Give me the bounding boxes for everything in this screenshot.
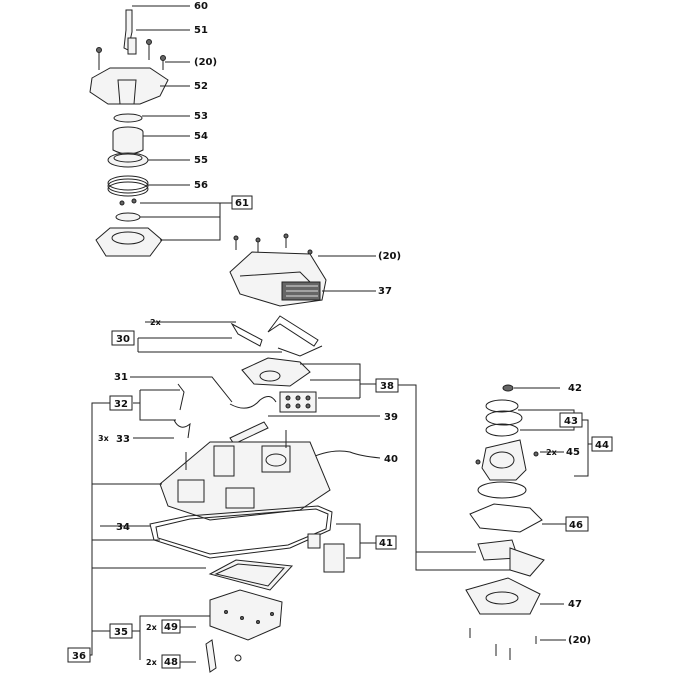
label-30: 30 bbox=[116, 334, 130, 345]
label-2x-45: 2x bbox=[546, 448, 558, 457]
part-30-brackets bbox=[230, 315, 323, 357]
part-61-plate bbox=[115, 212, 141, 222]
label-box-41 bbox=[375, 535, 397, 550]
label-38: 38 bbox=[380, 381, 394, 392]
label-52: 52 bbox=[194, 81, 208, 92]
label-43: 43 bbox=[564, 416, 578, 427]
main-base-housing bbox=[159, 430, 331, 521]
parts-31-33 bbox=[173, 383, 277, 439]
part-41 bbox=[307, 523, 346, 573]
label-44: 44 bbox=[595, 440, 609, 451]
label-55: 55 bbox=[194, 155, 208, 166]
label-box-44 bbox=[591, 436, 613, 452]
label-box-32 bbox=[109, 395, 133, 411]
part-39-rod bbox=[229, 421, 269, 445]
label-40: 40 bbox=[384, 454, 398, 465]
label-54: 54 bbox=[194, 131, 208, 142]
label-46: 46 bbox=[569, 520, 583, 531]
part-34-seal bbox=[149, 505, 333, 559]
label-box-30 bbox=[111, 330, 135, 346]
part-51 bbox=[127, 37, 137, 55]
label-box-43 bbox=[559, 412, 583, 428]
label-42: 42 bbox=[568, 383, 582, 394]
label-32: 32 bbox=[114, 399, 128, 410]
label-33: 33 bbox=[116, 434, 130, 445]
part-38-assembly bbox=[241, 357, 317, 413]
label-box-49 bbox=[161, 619, 181, 634]
label-box-38 bbox=[375, 378, 399, 393]
part-35-filter bbox=[205, 559, 294, 673]
label-48: 48 bbox=[164, 657, 178, 668]
motor-head-assembly bbox=[89, 9, 169, 257]
leaders-left bbox=[90, 402, 210, 663]
label-53: 53 bbox=[194, 111, 208, 122]
part-55 bbox=[107, 152, 149, 168]
label-39: 39 bbox=[384, 412, 398, 423]
label-36: 36 bbox=[72, 651, 86, 662]
label-34: 34 bbox=[116, 522, 130, 533]
label-47: 47 bbox=[568, 599, 582, 610]
label-3x: 3x bbox=[98, 434, 110, 443]
part-37-upper-housing bbox=[229, 233, 327, 307]
label-41: 41 bbox=[379, 538, 393, 549]
label-31: 31 bbox=[114, 372, 128, 383]
label-49: 49 bbox=[164, 622, 178, 633]
label-2x-49: 2x bbox=[146, 623, 158, 632]
label-2x-48: 2x bbox=[146, 658, 158, 667]
part-52-stem bbox=[117, 79, 137, 105]
label-2x-30: 2x bbox=[150, 318, 162, 327]
part-56-ring bbox=[107, 175, 149, 191]
part-47-housing bbox=[465, 577, 541, 615]
leaders-top bbox=[132, 5, 232, 241]
label-20-top: (20) bbox=[194, 57, 217, 68]
label-box-46 bbox=[565, 516, 589, 532]
label-box-36 bbox=[67, 647, 91, 663]
label-51: 51 bbox=[194, 25, 208, 36]
part-53-ring bbox=[113, 113, 143, 123]
screws-top bbox=[96, 39, 166, 70]
label-box-48 bbox=[161, 654, 181, 669]
label-60: 60 bbox=[194, 1, 208, 12]
right-motor-assembly bbox=[465, 384, 545, 660]
part-40-cable bbox=[305, 450, 381, 461]
label-56: 56 bbox=[194, 180, 208, 191]
label-35: 35 bbox=[114, 627, 128, 638]
label-37: 37 bbox=[378, 286, 392, 297]
part-42 bbox=[502, 384, 514, 392]
label-box-61 bbox=[231, 195, 253, 210]
label-20-bottom: (20) bbox=[568, 635, 591, 646]
label-45: 45 bbox=[566, 447, 580, 458]
label-61: 61 bbox=[235, 198, 249, 209]
part-46-ring bbox=[477, 481, 527, 499]
part-54-body bbox=[112, 132, 144, 155]
label-box-35 bbox=[109, 623, 133, 639]
label-20-mid: (20) bbox=[378, 251, 401, 262]
